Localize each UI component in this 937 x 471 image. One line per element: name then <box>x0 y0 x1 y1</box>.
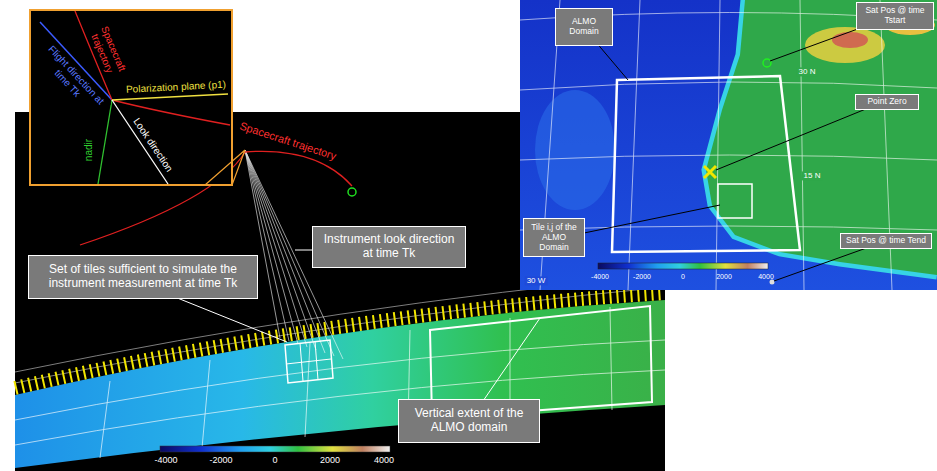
coast-shelf <box>706 0 937 275</box>
longitude-label: 30 W <box>525 276 548 285</box>
callout-text: Point Zero <box>859 97 915 107</box>
colorbar-tick: 0 <box>679 273 687 281</box>
look-line <box>245 150 298 344</box>
latitude-label: 30 N <box>797 67 818 76</box>
colorbar-tick: -4000 <box>589 273 611 281</box>
colorbar-tick: 4000 <box>756 273 776 281</box>
colorbar-tick: -2000 <box>631 273 653 281</box>
grid-line <box>610 307 612 410</box>
colorbar-tick: -2000 <box>207 455 234 465</box>
highland <box>832 32 868 48</box>
vector-label: nadir <box>83 137 95 163</box>
earth-band <box>15 300 665 468</box>
map-colorbar <box>598 263 768 269</box>
grid-line <box>100 381 110 458</box>
colorbar <box>160 446 390 452</box>
callout-text: Tile i,j of the ALMO Domain <box>527 223 581 252</box>
colorbar-tick: 2000 <box>318 455 342 465</box>
swath-spikes <box>15 293 665 388</box>
tile-outline <box>285 340 333 383</box>
callout-text: Sat Pos @ time Tstart <box>860 6 930 26</box>
meridian <box>716 0 720 290</box>
callout-box: Vertical extent of the ALMO domain <box>398 399 540 443</box>
look-line <box>245 150 307 347</box>
callout-box: Sat Pos @ time Tend <box>840 233 932 249</box>
parallel <box>520 155 937 160</box>
callout-text: ALMO Domain <box>559 17 609 37</box>
land-africa <box>706 0 937 275</box>
sat-start-marker <box>763 59 771 67</box>
tile-set <box>285 340 333 383</box>
colorbar-tick: 4000 <box>372 455 396 465</box>
callout-text: Vertical extent of the ALMO domain <box>405 407 533 435</box>
callout-box: ALMO Domain <box>555 8 613 46</box>
sat-end-marker <box>770 280 775 285</box>
tile-divider <box>286 341 331 381</box>
map-graticule <box>520 0 937 290</box>
callout-box: Instrument look direction at time Tk <box>312 226 466 268</box>
latitude-label: 15 N <box>802 171 823 180</box>
inset-frame <box>30 10 232 185</box>
leader-line <box>716 102 883 170</box>
map-almo-domain <box>612 76 800 252</box>
earth-grid <box>15 307 665 458</box>
vector-label: Look direction <box>130 114 177 175</box>
callout-text: Sat Pos @ time Tend <box>844 236 928 246</box>
grid-line <box>305 343 310 437</box>
callout-box: Tile i,j of the ALMO Domain <box>523 218 585 257</box>
point-zero-marker <box>704 166 716 178</box>
parallel <box>520 82 937 90</box>
grid-line <box>202 360 210 448</box>
callout-box: Point Zero <box>855 94 919 110</box>
look-vector <box>112 100 168 184</box>
map-tile <box>718 184 752 218</box>
colorbar-tick: -4000 <box>152 455 179 465</box>
map-ocean <box>520 0 937 290</box>
callout-text: Instrument look direction at time Tk <box>319 233 459 261</box>
trajectory-label: Spacecraft trajectory <box>236 119 340 163</box>
colorbar-tick: 2000 <box>714 273 734 281</box>
callout-text: Set of tiles sufficient to simulate the … <box>35 263 251 291</box>
callout-box: Sat Pos @ time Tstart <box>856 2 934 30</box>
callout-box: Set of tiles sufficient to simulate the … <box>28 255 258 299</box>
start-position-marker <box>348 188 356 196</box>
inset-connector <box>205 150 245 185</box>
highland <box>805 27 885 63</box>
plane-label: Polarization plane (p1) <box>124 79 229 96</box>
colorbar-tick: 0 <box>270 455 279 465</box>
trajectory-label: Spacecraft trajectory <box>85 17 132 87</box>
meridian <box>628 0 640 290</box>
